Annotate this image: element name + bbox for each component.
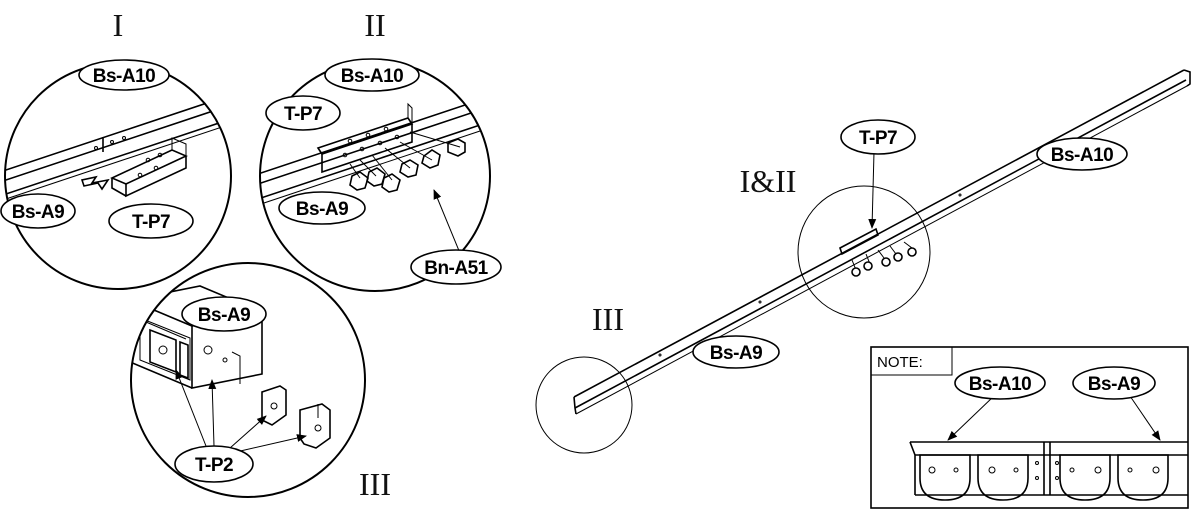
overview-label-bs-a10: Bs-A10 — [1051, 145, 1113, 166]
detail-1-label-t-p7: T-P7 — [132, 212, 170, 233]
detail-1-label-bs-a9: Bs-A9 — [12, 202, 64, 223]
detail-3-label-bs-a9-oval — [181, 296, 267, 332]
detail-2-label-bs-a10-oval — [324, 58, 420, 92]
overview-label-bs-a9-oval — [692, 335, 780, 369]
overview-end-title: III — [592, 301, 624, 337]
note-label-bs-a10: Bs-A10 — [969, 374, 1031, 395]
detail-1-label-bs-a10-oval — [78, 59, 170, 91]
overview-label-bs-a9: Bs-A9 — [710, 343, 762, 364]
detail-2-label-t-p7: T-P7 — [284, 104, 322, 125]
note-title-box — [870, 346, 953, 376]
overview-label-t-p7: T-P7 — [859, 128, 897, 149]
detail-1-drawing — [5, 91, 231, 202]
detail-2-label-bs-a9-oval — [278, 191, 366, 225]
screw-group — [349, 131, 466, 193]
detail-2-label-bn-a51-oval — [410, 249, 502, 285]
overview-label-bs-a10-oval — [1036, 137, 1128, 171]
detail-1-label-bs-a10: Bs-A10 — [93, 66, 155, 87]
detail-2-label-bs-a10: Bs-A10 — [341, 66, 403, 87]
detail-1-label-t-p7-oval — [108, 203, 194, 239]
detail-1-title: I — [113, 7, 124, 43]
detail-2-label-bs-a9: Bs-A9 — [296, 199, 348, 220]
detail-2-label-t-p7-oval — [265, 95, 341, 131]
detail-1-label-bs-a9-oval — [0, 193, 76, 229]
note-label-bs-a9: Bs-A9 — [1088, 374, 1140, 395]
detail-3-label-bs-a9: Bs-A9 — [198, 305, 250, 326]
note-title: NOTE: — [877, 354, 923, 371]
detail-3-title: III — [359, 466, 391, 502]
detail-2-title: II — [364, 7, 385, 43]
overview-joint-title: I&II — [740, 163, 797, 199]
detail-2: II — [259, 7, 502, 292]
note-box — [870, 346, 1189, 509]
detail-2-drawing — [260, 94, 490, 207]
note-panel: NOTE: Bs-A10 Bs-A9 — [870, 346, 1189, 509]
detail-3-label-t-p2: T-P2 — [195, 455, 233, 476]
overview: T-P7 Bs-A10 Bs-A9 I&II III — [535, 69, 1191, 454]
overview-label-t-p7-oval — [840, 119, 916, 155]
note-label-bs-a9-oval — [1072, 366, 1156, 400]
detail-3: Bs-A9 T-P2 III — [130, 262, 391, 502]
detail-2-label-bn-a51: Bn-A51 — [424, 258, 488, 279]
detail-1: I Bs-A10 Bs-A9 T-P7 — [0, 7, 232, 290]
overview-end-circle — [535, 356, 633, 454]
detail-3-label-t-p2-oval — [174, 445, 254, 483]
note-label-bs-a10-oval — [954, 366, 1046, 400]
overview-joint-circle — [797, 185, 931, 319]
